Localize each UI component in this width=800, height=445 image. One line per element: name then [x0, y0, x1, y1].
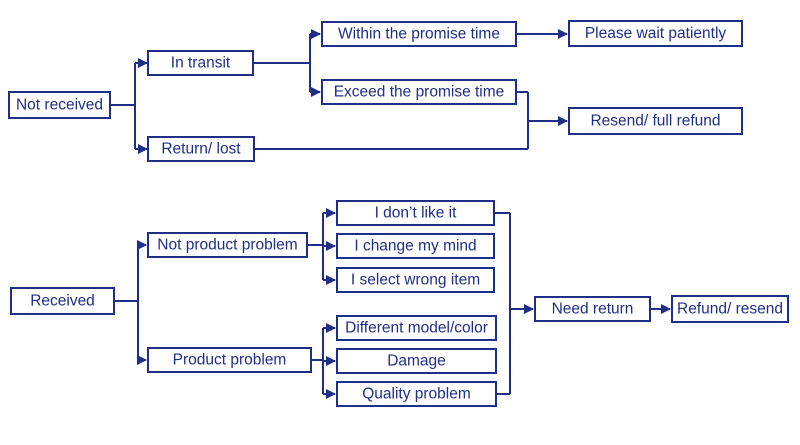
node-return-lost: Return/ lost: [147, 136, 255, 162]
node-product-problem-label: Product problem: [173, 352, 287, 369]
node-resend-full-refund: Resend/ full refund: [568, 107, 743, 135]
node-exceed-promise-time-label: Exceed the promise time: [334, 84, 505, 101]
node-product-problem: Product problem: [147, 347, 312, 373]
node-not-product-problem-label: Not product problem: [157, 237, 297, 254]
node-need-return: Need return: [534, 296, 651, 322]
node-dont-like-it-label: I don’t like it: [375, 205, 458, 222]
received-connectors: [114, 208, 671, 399]
node-select-wrong-item: I select wrong item: [336, 267, 495, 293]
node-different-model-color: Different model/color: [336, 315, 497, 341]
node-different-model-color-label: Different model/color: [345, 320, 488, 337]
node-received-label: Received: [30, 293, 95, 310]
node-not-received-label: Not received: [16, 97, 103, 114]
node-in-transit-label: In transit: [171, 55, 231, 72]
node-refund-resend: Refund/ resend: [671, 295, 789, 323]
node-please-wait-patiently-label: Please wait patiently: [585, 25, 727, 42]
node-not-product-problem: Not product problem: [147, 232, 308, 258]
node-refund-resend-label: Refund/ resend: [677, 301, 783, 318]
node-received: Received: [10, 287, 115, 315]
node-change-my-mind-label: I change my mind: [354, 238, 476, 255]
node-quality-problem-label: Quality problem: [362, 386, 471, 403]
node-dont-like-it: I don’t like it: [336, 200, 495, 226]
node-damage-label: Damage: [387, 353, 446, 370]
node-resend-full-refund-label: Resend/ full refund: [590, 113, 720, 130]
node-please-wait-patiently: Please wait patiently: [568, 20, 743, 47]
node-within-promise-time: Within the promise time: [321, 21, 517, 47]
node-in-transit: In transit: [147, 50, 254, 76]
node-return-lost-label: Return/ lost: [161, 141, 241, 158]
not-received-connectors: [110, 29, 568, 154]
node-need-return-label: Need return: [552, 301, 634, 318]
node-damage: Damage: [336, 348, 497, 374]
node-quality-problem: Quality problem: [336, 381, 497, 407]
node-exceed-promise-time: Exceed the promise time: [321, 79, 517, 105]
node-not-received: Not received: [8, 91, 111, 119]
node-within-promise-time-label: Within the promise time: [338, 26, 500, 43]
node-change-my-mind: I change my mind: [336, 233, 495, 259]
node-select-wrong-item-label: I select wrong item: [351, 272, 480, 289]
